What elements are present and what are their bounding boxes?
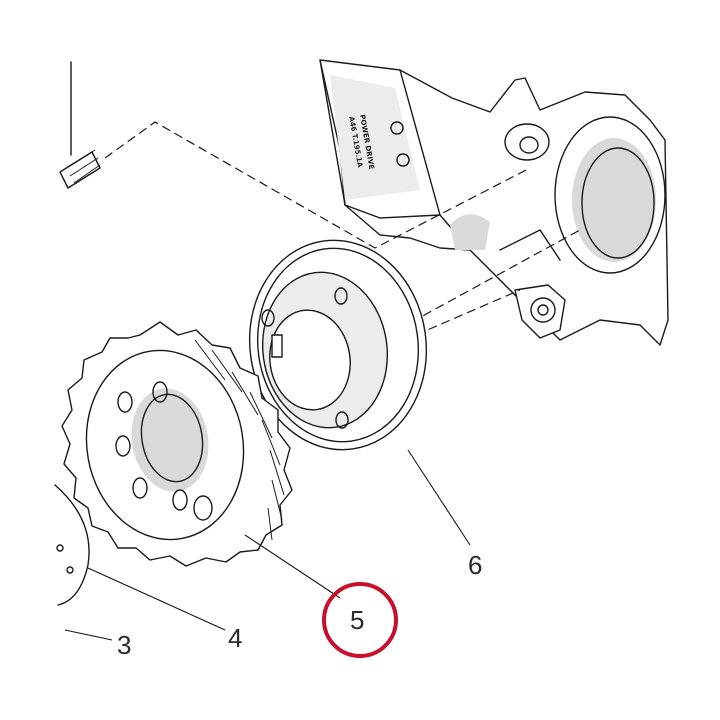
- pulley-hole-5: [193, 495, 213, 521]
- callout-label-6: 6: [468, 550, 483, 580]
- pulley-hole-2: [115, 435, 131, 457]
- pulley-hole-6: [152, 381, 168, 403]
- toothed-pulley-part-5: [61, 321, 293, 567]
- callout-label-3: 3: [117, 630, 132, 660]
- cover-gear-logo-2: [396, 153, 410, 167]
- pulley-hole-3: [132, 477, 148, 499]
- callout-leader-lines: [64, 449, 471, 641]
- pulley-hole-4: [172, 489, 188, 511]
- threaded-stud: [59, 61, 101, 189]
- flange-bolt-hole-2: [334, 287, 348, 305]
- flange-bolt-hole-1: [261, 309, 275, 327]
- callout-label-5: 5: [350, 605, 365, 635]
- flange-hub-part-6: [248, 239, 428, 451]
- partial-disc-part-3: [54, 484, 90, 606]
- cover-gear-logo-1: [390, 121, 404, 135]
- flange-bolt-hole-3: [335, 411, 349, 429]
- callout-label-4: 4: [228, 623, 243, 653]
- engine-cover-housing: POWER DRIVE A46 T.195.1A: [319, 59, 669, 346]
- pulley-hole-1: [117, 391, 133, 413]
- highlight-circle: [322, 582, 398, 658]
